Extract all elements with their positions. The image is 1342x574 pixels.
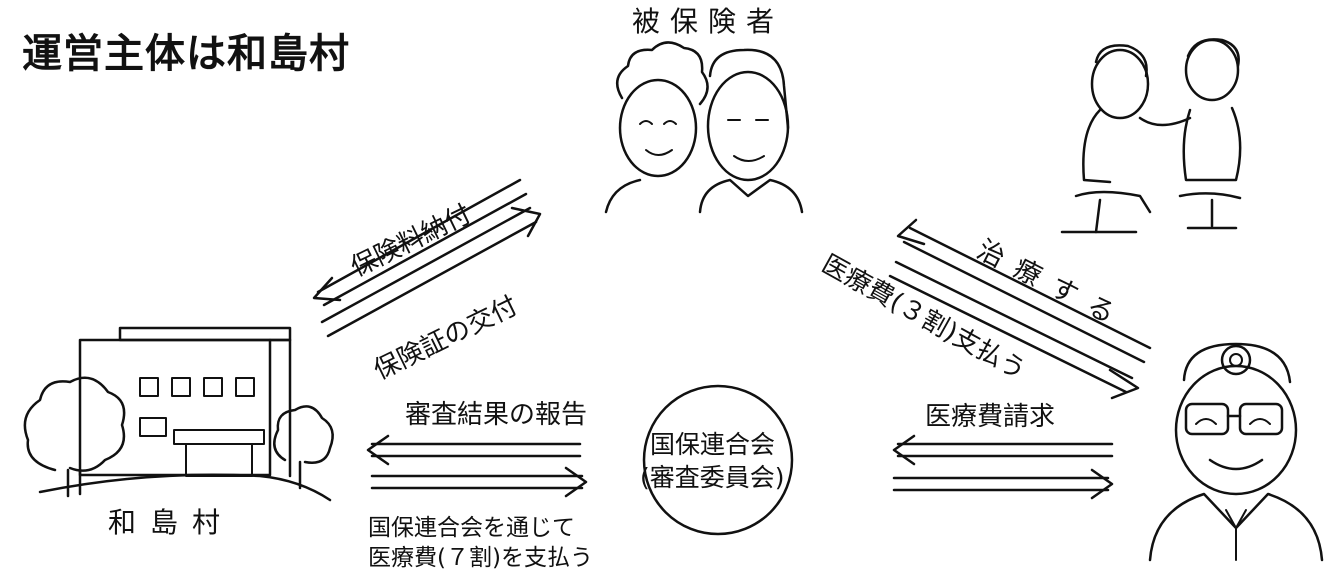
insured-label: 被保険者 <box>632 5 785 38</box>
arrow-card-issue <box>320 206 542 338</box>
federation-name: 国保連合会 <box>650 430 776 459</box>
diagram-title: 運営主体は和島村 <box>22 31 350 77</box>
federation-subtitle: (審査委員会) <box>640 463 785 492</box>
arrow-federation-payment <box>370 466 588 498</box>
arrow-billing <box>892 468 1114 500</box>
village-label: 和島村 <box>108 506 235 539</box>
arrow-treatment <box>896 218 1152 364</box>
arrow-patient-payment <box>888 260 1140 400</box>
examination-illustration <box>1060 38 1242 234</box>
arrow-review-report-doctor <box>892 434 1114 466</box>
federation-payment-label: 国保連合会を通じて 医療費(７割)を支払う <box>368 515 593 571</box>
billing-label: 医療費請求 <box>925 402 1056 432</box>
village-office-illustration <box>23 326 334 502</box>
insured-couple-illustration <box>604 41 804 214</box>
arrow-premium-payment <box>312 178 528 307</box>
federation-circle <box>642 384 794 536</box>
review-report-label: 審査結果の報告 <box>405 400 588 430</box>
doctor-illustration <box>1148 342 1324 562</box>
arrow-review-report <box>366 434 582 466</box>
